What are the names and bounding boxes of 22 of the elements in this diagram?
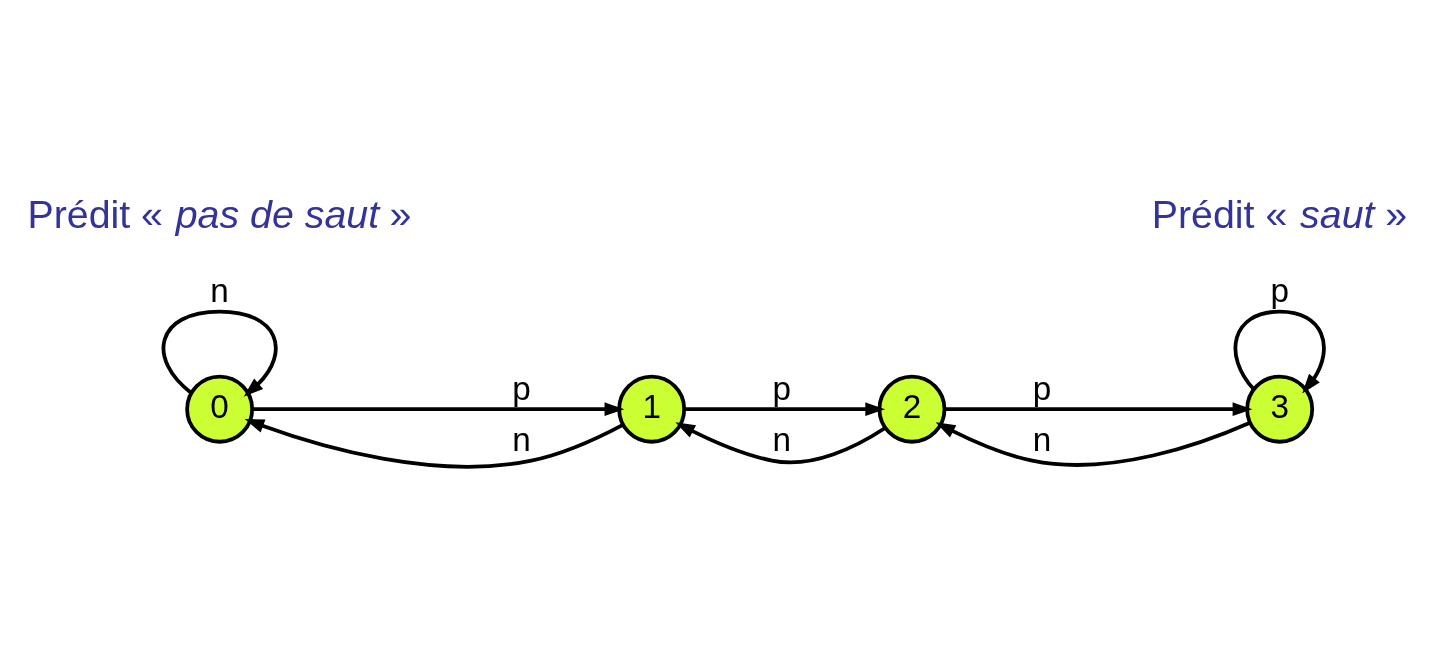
edge-label: p [1270,271,1289,309]
edge-label: p [772,369,792,407]
label: Prédit « pas de saut » [27,191,412,236]
arrow [684,401,885,416]
edge-label: n [210,271,229,309]
arrow [675,421,887,464]
arrow [161,309,278,397]
arrow [944,401,1253,416]
edge-label: p [512,369,531,407]
arrow [1233,309,1326,394]
edge-label: n [1032,420,1052,458]
arrow [244,418,624,468]
edge-label: n [512,420,531,458]
node-circle: 0 [185,374,255,444]
arrow [935,420,1251,467]
label: Prédit « saut » [1151,191,1408,236]
arrow [252,401,625,416]
node-circle: 1 [617,374,687,444]
node-circle: 3 [1245,374,1315,444]
edge-label: p [1032,369,1052,407]
edge-label: n [772,420,792,458]
node-circle: 2 [877,374,947,444]
